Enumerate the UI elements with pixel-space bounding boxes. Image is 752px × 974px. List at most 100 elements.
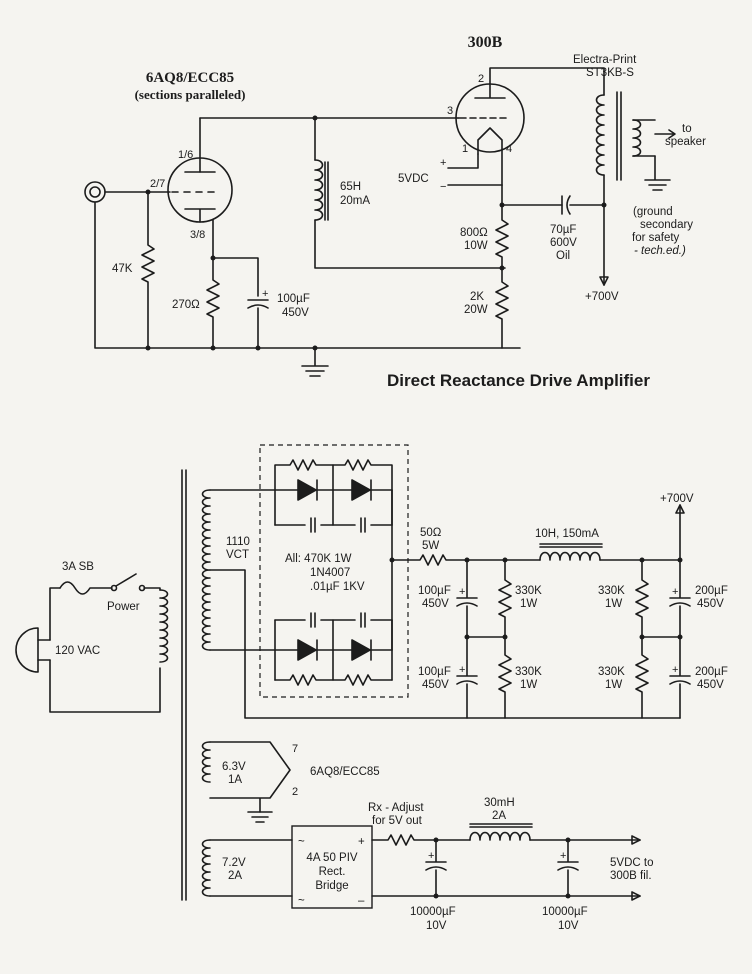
- transformer-model-2: ST3KB-S: [586, 67, 634, 79]
- cap-plus: +: [672, 664, 678, 676]
- output-fil-pin-2: 4: [506, 143, 512, 155]
- rx-note-1: Rx - Adjust: [368, 802, 424, 814]
- r330c-power: 1W: [605, 598, 622, 610]
- plate-choke-current: 20mA: [340, 195, 370, 207]
- rectifier-box: [259, 444, 409, 698]
- junction-dot: [255, 345, 261, 351]
- resistor-rx: [371, 834, 471, 846]
- secondary-note-3: for safety: [632, 232, 680, 244]
- resistor-50-value: 50Ω: [420, 527, 442, 539]
- heater-pin-a: 7: [292, 743, 298, 755]
- cap-100b-voltage: 450V: [422, 679, 449, 691]
- coupling-cap-type: Oil: [556, 250, 570, 262]
- filament-minus: −: [440, 181, 446, 193]
- switch-label: Power: [107, 601, 140, 613]
- bridge-minus: –: [358, 895, 365, 907]
- ground-symbol-upper: [301, 347, 329, 377]
- choke-30mh: [469, 823, 641, 841]
- heater-wiring: [209, 741, 291, 813]
- r330b-power: 1W: [520, 679, 537, 691]
- resistor-800-value: 800Ω: [460, 227, 488, 239]
- output-fil-pin-1: 1: [462, 143, 468, 155]
- resistor-2k: [495, 267, 509, 349]
- choke-10h-label: 10H, 150mA: [535, 528, 599, 540]
- cap-bank-1: [456, 559, 478, 719]
- cathode-resistor: [206, 257, 220, 349]
- speaker-label-1: to: [682, 123, 692, 135]
- heater-pin-b: 2: [292, 786, 298, 798]
- cap-plus: +: [428, 850, 434, 862]
- fuse-label: 3A SB: [62, 561, 94, 573]
- bridge-plus: +: [358, 836, 365, 848]
- cap-10000a-value: 10000µF: [410, 906, 456, 918]
- transformer-core: [181, 469, 187, 901]
- filament-arrow-bottom: [631, 891, 641, 901]
- heater-ground-symbol: [247, 811, 273, 823]
- cap-plus: +: [672, 586, 678, 598]
- secondary-note-1: (ground: [633, 206, 673, 218]
- junction-dot: [145, 345, 151, 351]
- cap-10000b-voltage: 10V: [558, 920, 579, 932]
- junction-dot: [601, 202, 607, 208]
- rectifier-note-3: .01µF 1KV: [310, 581, 365, 593]
- heater-winding-volts: 6.3V: [222, 761, 246, 773]
- choke-30mh-value: 30mH: [484, 797, 515, 809]
- rectifier-string-bottom: [274, 612, 393, 686]
- b-plus-out-label: +700V: [660, 493, 694, 505]
- rectifier-bridge: [291, 825, 373, 909]
- cap-100a-voltage: 450V: [422, 598, 449, 610]
- cap-10000a-voltage: 10V: [426, 920, 447, 932]
- junction-dot: [312, 345, 318, 351]
- coupling-cap-voltage: 600V: [550, 237, 577, 249]
- resistor-2k-value: 2K: [470, 291, 484, 303]
- cap-100a-value: 100µF: [418, 585, 451, 597]
- cap-10000a: [425, 839, 447, 897]
- filament-arrow-top: [631, 835, 641, 845]
- secondary-note-4: - tech.ed.): [634, 245, 686, 257]
- plate-choke: [314, 117, 506, 269]
- mains-plug: [15, 627, 51, 673]
- b-plus-label: +700V: [585, 291, 619, 303]
- diagram-title: Direct Reactance Drive Amplifier: [387, 371, 650, 390]
- hv-winding-ct: VCT: [226, 549, 249, 561]
- cap-100b-value: 100µF: [418, 666, 451, 678]
- r330a-value: 330K: [515, 585, 542, 597]
- input-jack: [84, 181, 106, 203]
- filament-supply-label: 5VDC: [398, 173, 429, 185]
- grid-resistor: [141, 191, 155, 349]
- bridge-label-2: Bridge: [315, 880, 348, 892]
- driver-grid-pin: 2/7: [150, 178, 165, 190]
- primary-winding: [159, 589, 169, 663]
- rectifier-string-top: [274, 459, 393, 533]
- bridge-rating: 4A 50 PIV: [306, 852, 357, 864]
- driver-plate-pin: 1/6: [178, 149, 193, 161]
- resistor-2k-power: 20W: [464, 304, 488, 316]
- output-plate-pin: 2: [478, 73, 484, 85]
- coupling-capacitor: [561, 195, 571, 215]
- heater-winding-amps: 1A: [228, 774, 242, 786]
- transformer-model-1: Electra-Print: [573, 54, 637, 66]
- filament-winding: [201, 839, 211, 897]
- resistor-800: [495, 204, 509, 269]
- resistor-50-power: 5W: [422, 540, 439, 552]
- filament-wire-1: [447, 153, 479, 169]
- driver-tube-label: 6AQ8/ECC85 (sections paralleled): [135, 70, 246, 102]
- cathode-cap-voltage: 450V: [282, 307, 309, 319]
- power-switch: [110, 573, 161, 592]
- filament-out-2: 300B fil.: [610, 870, 652, 882]
- junction-dot: [210, 345, 216, 351]
- plate-choke-value: 65H: [340, 181, 361, 193]
- cap-200b-voltage: 450V: [697, 679, 724, 691]
- cap-200a-voltage: 450V: [697, 598, 724, 610]
- r330d-value: 330K: [598, 666, 625, 678]
- bridge-ac-top: ~: [298, 836, 305, 848]
- filament-winding-wires: [209, 839, 293, 897]
- resistor-50: [391, 554, 541, 566]
- output-tube-label: 300B: [468, 34, 503, 51]
- junction-dot: [502, 634, 508, 640]
- cathode-cap-value: 100µF: [277, 293, 310, 305]
- cap-10000b-value: 10000µF: [542, 906, 588, 918]
- hv-winding-volts: 1110: [226, 536, 250, 548]
- driver-cathode-pin: 3/8: [190, 229, 205, 241]
